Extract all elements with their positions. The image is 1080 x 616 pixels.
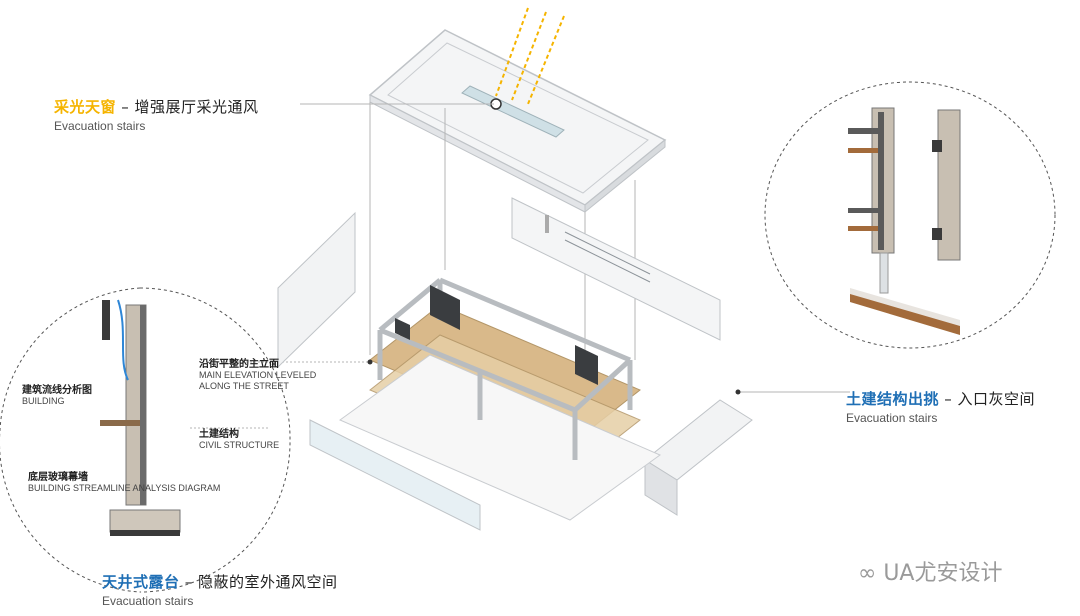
overhang-en: Evacuation stairs [846,411,938,425]
facade-en-1: MAIN ELEVATION LEVELED [199,370,317,380]
facade-section-label: 沿街平整的主立面 MAIN ELEVATION LEVELED ALONG TH… [199,355,316,392]
wechat-icon: ∞ [858,561,877,586]
streamline-section-label: 建筑流线分析图 BUILDING [22,381,92,407]
terrace-en: Evacuation stairs [102,594,194,608]
skylight-desc: – 增强展厅采光通风 [116,98,259,116]
terrace-desc: – 隐蔽的室外通风空间 [179,573,338,591]
streamline-zh: 建筑流线分析图 [22,385,92,396]
left-detail-circle [0,287,291,593]
glass-section-label: 底层玻璃幕墙 BUILDING STREAMLINE ANALYSIS DIAG… [28,468,220,494]
overhang-label: 土建结构出挑 – 入口灰空间 Evacuation stairs [846,388,1035,425]
facade-marker [367,359,373,365]
skylight-en: Evacuation stairs [54,119,146,133]
glass-en: BUILDING STREAMLINE ANALYSIS DIAGRAM [28,483,221,493]
roof-slab [368,29,667,214]
skylight-title: 采光天窗 [54,98,117,116]
overhang-desc: – 入口灰空间 [939,390,1036,408]
right-detail-circle [738,81,1056,393]
overhang-marker [735,389,741,395]
overhang-title: 土建结构出挑 [846,390,940,408]
sunlight-arrows [495,7,565,105]
skylight-label: 采光天窗 – 增强展厅采光通风 Evacuation stairs [54,96,259,133]
dark-partitions [395,285,598,385]
watermark: ∞ UA尤安设计 [858,555,1002,587]
facade-en-2: ALONG THE STREET [199,381,289,391]
glass-zh: 底层玻璃幕墙 [28,472,88,483]
streamline-en: BUILDING [22,396,65,406]
civil-en: CIVIL STRUCTURE [199,440,280,450]
watermark-text: UA尤安设计 [883,561,1003,586]
terrace-label: 天井式露台 – 隐蔽的室外通风空间 Evacuation stairs [102,571,338,608]
terrace-title: 天井式露台 [102,573,180,591]
floor-slabs [338,304,662,521]
civil-section-label: 土建结构 CIVIL STRUCTURE [199,425,279,451]
civil-zh: 土建结构 [199,429,239,440]
facade-panels [277,197,753,531]
facade-zh: 沿街平整的主立面 [199,359,279,370]
